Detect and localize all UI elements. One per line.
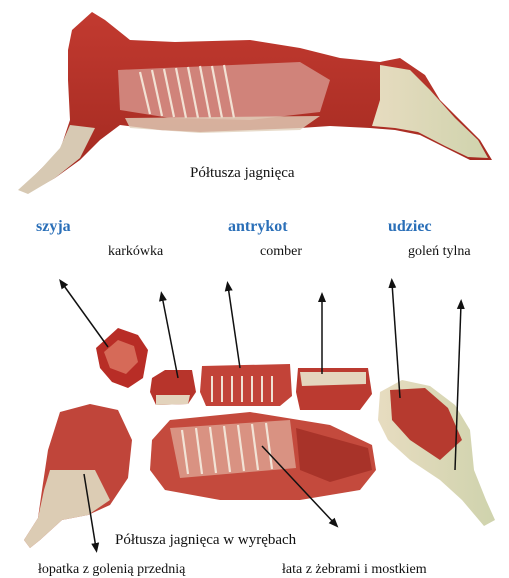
shoulder-cut-image [24, 404, 132, 548]
arrow-rack [228, 286, 240, 368]
caption-cut-half-carcass: Półtusza jagnięca w wyrębach [115, 532, 296, 549]
label-shoulder-foreshank: łopatka z golenią przednią [38, 562, 185, 578]
caption-whole-half-carcass: Półtusza jagnięca [190, 165, 295, 182]
leg-cut-image [378, 380, 495, 526]
label-rack: antrykot [228, 218, 288, 236]
neck-chop-cut-image [150, 370, 196, 405]
arrow-neck-chop [162, 296, 178, 378]
breast-cut-image [150, 412, 376, 500]
neck-cut-image [96, 328, 148, 388]
label-neck-chop: karkówka [108, 244, 163, 260]
label-neck: szyja [36, 218, 71, 236]
label-hind-shank: goleń tylna [408, 244, 471, 260]
loin-cut-image [296, 368, 372, 410]
rack-cut-image [200, 364, 292, 406]
label-loin: comber [260, 244, 302, 260]
label-leg: udziec [388, 218, 432, 236]
arrow-leg [392, 283, 400, 398]
label-breast-ribs: łata z żebrami i mostkiem [282, 562, 427, 578]
arrow-neck [62, 283, 108, 347]
